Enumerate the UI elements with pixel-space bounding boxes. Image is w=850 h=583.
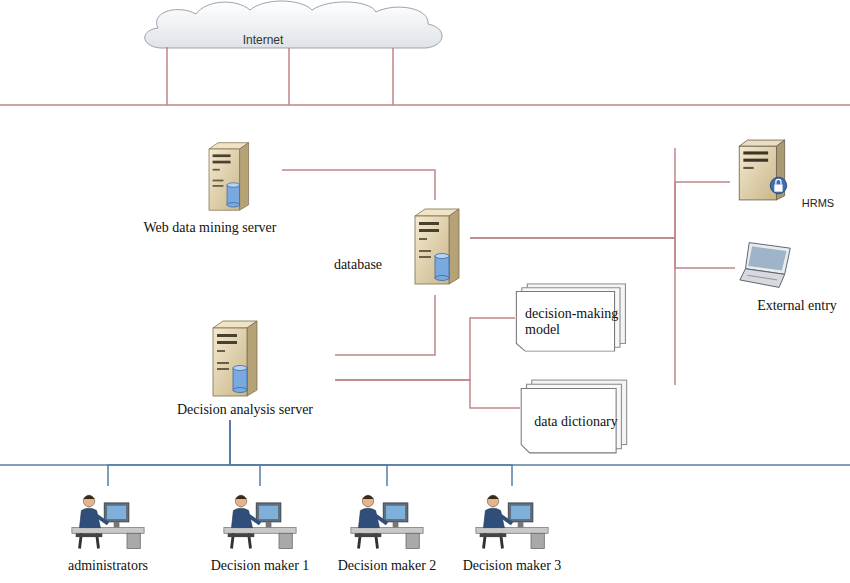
network-link [230, 420, 512, 486]
workstation-icon [224, 495, 296, 548]
server-icon [415, 209, 459, 284]
node-label: administrators [68, 558, 148, 574]
node-label: Decision maker 1 [211, 558, 310, 574]
workstation-icon [72, 495, 144, 548]
network-link [470, 182, 730, 238]
node-label: Web data mining server [144, 220, 277, 236]
node-label: External entry [757, 298, 837, 314]
database-node: database [325, 200, 470, 295]
wire [166, 47, 168, 105]
network-link [230, 420, 260, 486]
network-link [335, 318, 515, 380]
node-label: data dictionary [534, 414, 618, 430]
user-node: Decision maker 2 [327, 486, 447, 576]
user-node: administrators [58, 486, 158, 576]
cloud-shape [145, 1, 442, 48]
network-link [282, 170, 435, 200]
network-link [335, 295, 435, 355]
network-link [470, 238, 735, 268]
wire [288, 48, 290, 105]
node-label: decision-making model [525, 306, 629, 338]
network-link [335, 380, 520, 408]
document-icon [521, 380, 626, 453]
node-label: Decision maker 2 [338, 558, 437, 574]
cloud-node: Internet [150, 2, 445, 54]
server-node: Decision analysis server [155, 318, 335, 420]
user-node: Decision maker 3 [452, 486, 572, 576]
terminal-node: External entry [735, 238, 845, 316]
user-node: Decision maker 1 [200, 486, 320, 576]
node-label: Decision analysis server [177, 402, 313, 418]
node-label: Decision maker 3 [463, 558, 562, 574]
wire [392, 48, 394, 105]
server-node: Web data mining server [138, 138, 282, 238]
node-label: database [334, 257, 382, 273]
server-node: HRMS [730, 135, 842, 213]
document-node: data dictionary [520, 378, 633, 456]
node-label: HRMS [802, 195, 834, 211]
workstation-icon [351, 495, 423, 548]
network-link [108, 420, 230, 486]
network-link [230, 420, 387, 486]
document-node: decision-making model [515, 282, 633, 354]
node-label: Internet [243, 32, 284, 48]
server-icon [209, 143, 249, 211]
workstation-icon [476, 495, 548, 548]
laptop-icon [740, 243, 790, 288]
server-icon [739, 140, 786, 200]
server-icon [213, 321, 257, 396]
network-bus [0, 104, 850, 106]
